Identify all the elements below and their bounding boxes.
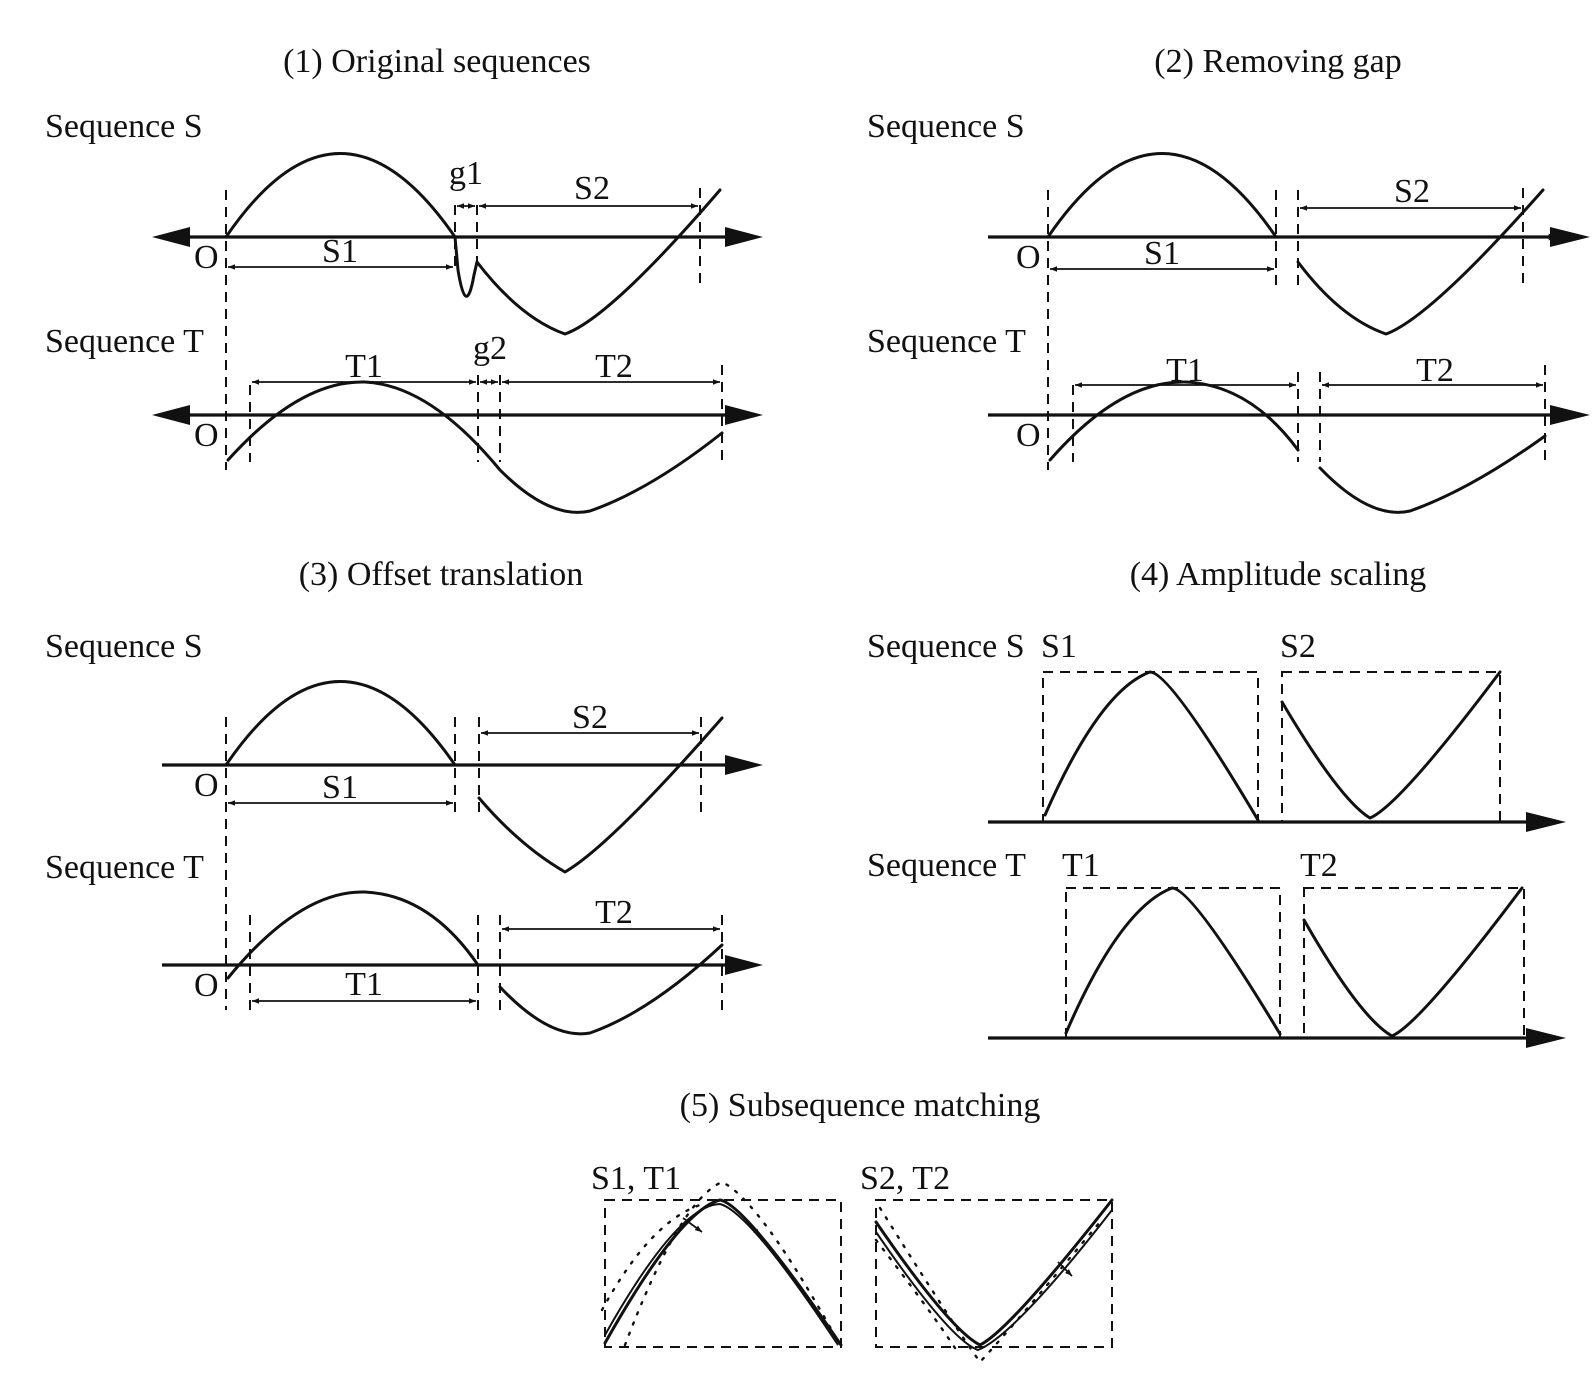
panel5-s1-curve [603,1198,843,1347]
panel-subsequence-matching: (5) Subsequence matching S1, T1 S2, T2 [591,1087,1114,1364]
panel3-s-origin: O [194,767,219,804]
panel1-g1-label: g1 [449,155,483,192]
panel2-s1-label: S1 [1144,235,1180,272]
panel1-g2-label: g2 [473,330,507,367]
panel4-s2-curve [1280,670,1502,820]
panel5-pair2-label: S2, T2 [860,1160,950,1197]
panel1-s1-curve [224,152,457,239]
panel5-pair1-label: S1, T1 [591,1160,681,1197]
panel4-title: (4) Amplitude scaling [1130,556,1427,593]
panel5-s2-curve [874,1198,1114,1347]
panel4-t2-curve [1302,886,1524,1038]
panel2-sequence-t-label: Sequence T [867,323,1026,360]
panel1-s1-label: S1 [322,233,358,270]
panel-amplitude-scaling: (4) Amplitude scaling Sequence S S1 S2 S… [867,556,1566,1048]
panel4-t1-label: T1 [1062,847,1100,884]
panel3-t1-curve [226,890,480,980]
panel1-t2-label: T2 [595,348,633,385]
panel2-s2-curve [1296,188,1545,336]
panel5-s2t2-box [875,1199,1113,1348]
panel3-s2-label: S2 [572,699,608,736]
panel4-s1-label: S1 [1041,628,1077,665]
panel5-t2-curve [875,1209,1113,1352]
panel-original-sequences: (1) Original sequences Sequence S Sequen… [45,43,763,514]
panel4-s2-box [1281,671,1501,823]
panel2-title: (2) Removing gap [1154,43,1401,80]
panel2-t1-label: T1 [1166,352,1204,389]
panel-removing-gap: (2) Removing gap Sequence S Sequence T O… [867,43,1590,514]
panel1-sequence-s-label: Sequence S [45,108,203,145]
panel-offset-translation: (3) Offset translation Sequence S Sequen… [45,556,763,1036]
panel3-t1-label: T1 [345,966,383,1003]
panel1-s2-curve [475,188,722,336]
panel2-t-origin: O [1016,417,1041,454]
panel4-t2-label: T2 [1300,847,1338,884]
panel1-title: (1) Original sequences [283,43,591,80]
panel1-t-origin: O [194,417,219,454]
panel3-t-origin: O [194,967,219,1004]
panel2-s1-curve [1046,152,1278,239]
panel1-sequence-t-label: Sequence T [45,323,204,360]
panel5-s1t1-box [604,1199,842,1348]
panel4-sequence-s-label: Sequence S [867,628,1025,665]
panel3-title: (3) Offset translation [299,556,584,593]
panel4-t1-curve [1064,886,1282,1036]
panel4-s1-box [1042,671,1259,823]
panel1-t-axis [152,405,763,425]
panel4-s1-curve [1043,670,1260,822]
panel1-t-curve [226,380,724,514]
panel1-s2-label: S2 [574,170,610,207]
panel3-t2-label: T2 [595,894,633,931]
panel3-s2-curve [477,716,724,874]
panel4-sequence-t-label: Sequence T [867,847,1026,884]
panel2-t2-curve [1318,434,1547,514]
panel1-gap-spike [453,235,479,298]
panel5-title: (5) Subsequence matching [680,1087,1041,1124]
panel2-s-origin: O [1016,239,1041,276]
panel3-sequence-t-label: Sequence T [45,849,204,886]
panel4-s2-label: S2 [1280,628,1316,665]
panel2-sequence-s-label: Sequence S [867,108,1025,145]
panel1-s-origin: O [194,239,219,276]
panel3-s1-label: S1 [322,769,358,806]
panel4-t2-box [1303,887,1525,1039]
panel3-t2-curve [498,943,724,1036]
panel1-t1-label: T1 [345,348,383,385]
panel2-t2-label: T2 [1416,352,1454,389]
panel2-s2-label: S2 [1394,173,1430,210]
panel4-t1-box [1065,887,1281,1039]
panel2-t1-curve [1048,380,1300,462]
panel5-t1-curve [604,1202,839,1346]
panel3-sequence-s-label: Sequence S [45,628,203,665]
panel3-s1-curve [224,680,457,767]
